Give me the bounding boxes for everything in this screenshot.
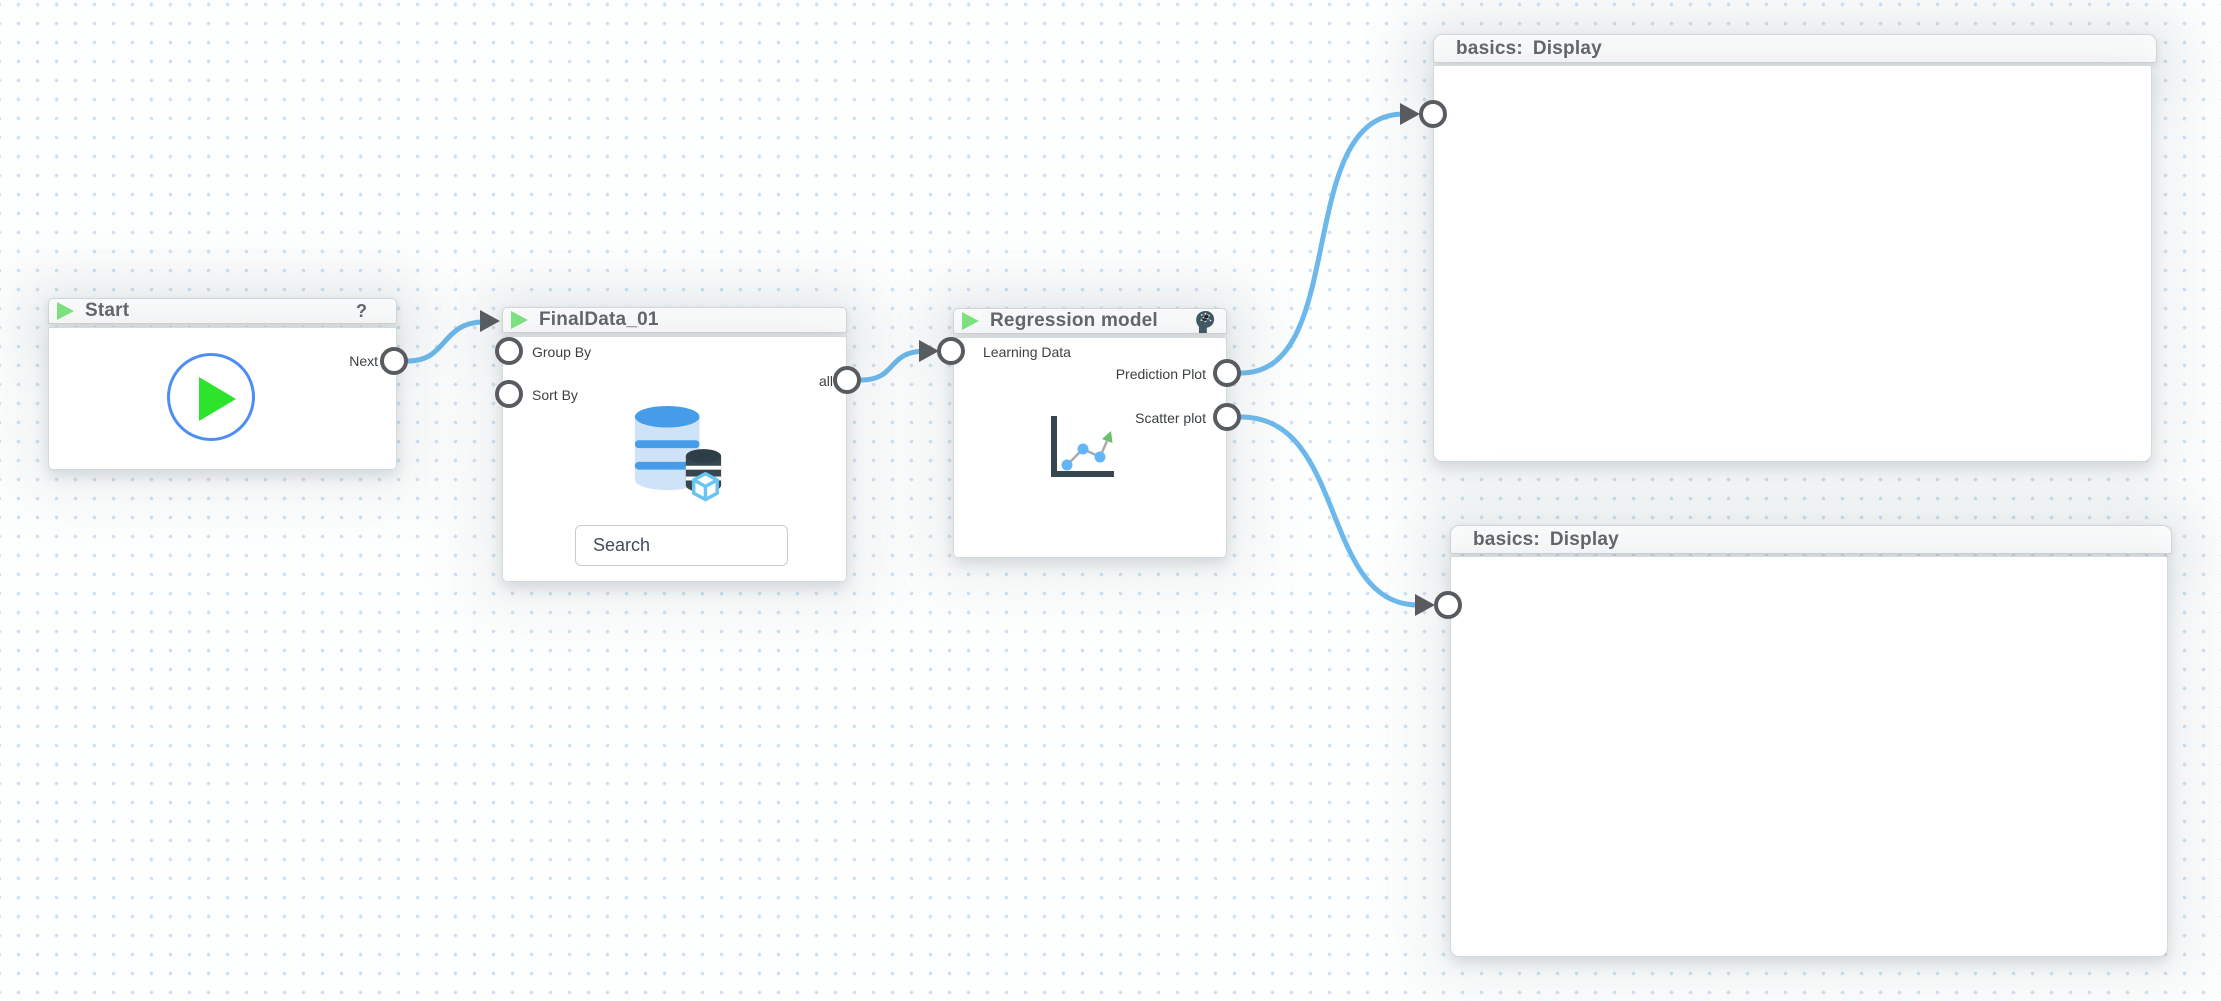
finaldata-node-header[interactable]: FinalData_01 (502, 307, 847, 333)
display-top-input-arrow-icon (1400, 103, 1420, 125)
regression-node-header[interactable]: Regression model (953, 308, 1227, 334)
port-label-scatter-plot: Scatter plot (1135, 410, 1206, 426)
regression-node-body[interactable] (953, 337, 1227, 558)
finaldata-output-port-all[interactable] (833, 366, 861, 394)
display-top-node-header[interactable]: basics: Display (1433, 34, 2157, 63)
connection-finaldata-to-regression[interactable] (858, 348, 929, 383)
display-bottom-input-port[interactable] (1434, 591, 1462, 619)
connection-scatter-to-display-bottom[interactable] (1238, 414, 1421, 608)
play-triangle-icon (57, 302, 74, 320)
display-top-title: Display (1532, 37, 1602, 59)
display-top-input-port[interactable] (1419, 100, 1447, 128)
help-button[interactable]: ? (356, 300, 367, 321)
finaldata-node-title: FinalData_01 (539, 309, 659, 330)
run-play-icon (199, 377, 236, 421)
play-triangle-icon (962, 312, 979, 330)
regression-input-port-learning-data[interactable] (937, 337, 965, 365)
finaldata-input-arrow-icon (480, 310, 500, 332)
display-bottom-node-body[interactable] (1450, 556, 2168, 957)
port-label-all: all (818, 373, 833, 389)
start-output-port-next[interactable] (380, 347, 408, 375)
display-top-node-body[interactable] (1433, 65, 2152, 462)
regression-input-arrow-icon (919, 340, 939, 362)
connection-prediction-to-display-top[interactable] (1238, 111, 1407, 376)
regression-output-port-prediction-plot[interactable] (1213, 359, 1241, 387)
display-bottom-input-arrow-icon (1415, 594, 1435, 616)
port-label-prediction-plot: Prediction Plot (1115, 366, 1206, 382)
connection-start-to-finaldata[interactable] (405, 319, 487, 364)
run-button[interactable] (167, 353, 255, 441)
display-bottom-node-header[interactable]: basics: Display (1450, 525, 2172, 554)
display-bottom-category: basics: (1473, 528, 1540, 550)
search-input[interactable] (575, 525, 788, 566)
finaldata-input-port-sort-by[interactable] (495, 380, 523, 408)
display-bottom-title: Display (1549, 528, 1619, 550)
start-node-header[interactable]: Start ? (48, 298, 397, 324)
regression-node-title: Regression model (990, 310, 1158, 331)
finaldata-input-port-group-by[interactable] (495, 337, 523, 365)
database-icon (634, 405, 722, 502)
port-label-learning-data: Learning Data (983, 344, 1071, 360)
regression-output-port-scatter-plot[interactable] (1213, 403, 1241, 431)
ml-head-icon (1196, 310, 1215, 333)
start-node-title: Start (85, 300, 130, 321)
play-triangle-icon (511, 311, 528, 329)
display-top-category: basics: (1456, 37, 1523, 59)
port-label-sort-by: Sort By (532, 387, 578, 403)
port-label-next: Next (349, 353, 378, 369)
scatter-chart-icon (1051, 416, 1114, 477)
port-label-group-by: Group By (532, 344, 592, 360)
